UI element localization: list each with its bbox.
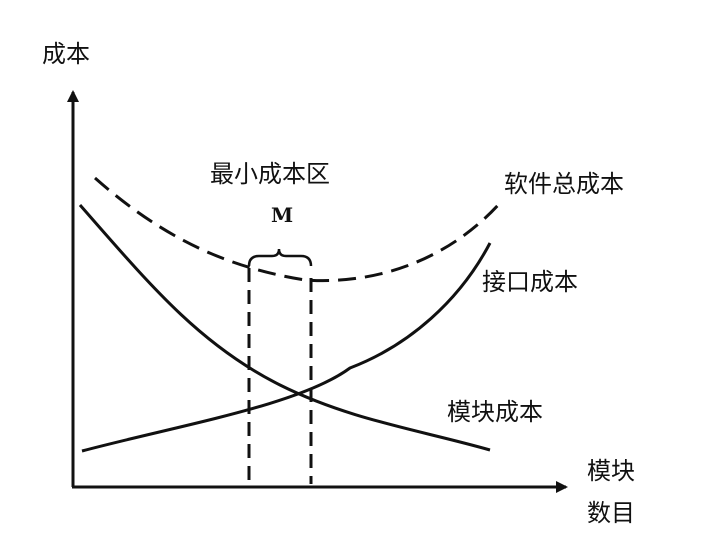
total-cost-curve — [94, 176, 502, 283]
total-cost-label: 软件总成本 — [504, 170, 624, 198]
interface-cost-label: 接口成本 — [482, 268, 578, 296]
m-marker-label: M — [271, 203, 293, 227]
y-axis-label: 成本 — [42, 40, 90, 68]
interface-cost-curve — [81, 242, 492, 453]
module-cost-curve — [78, 204, 491, 452]
min-cost-region-label: 最小成本区 — [210, 160, 330, 188]
x-axis-label-line1: 模块 — [587, 457, 635, 485]
module-cost-label: 模块成本 — [447, 398, 543, 426]
x-axis-label-line2: 数目 — [587, 499, 635, 527]
min-region-brace — [247, 248, 313, 267]
